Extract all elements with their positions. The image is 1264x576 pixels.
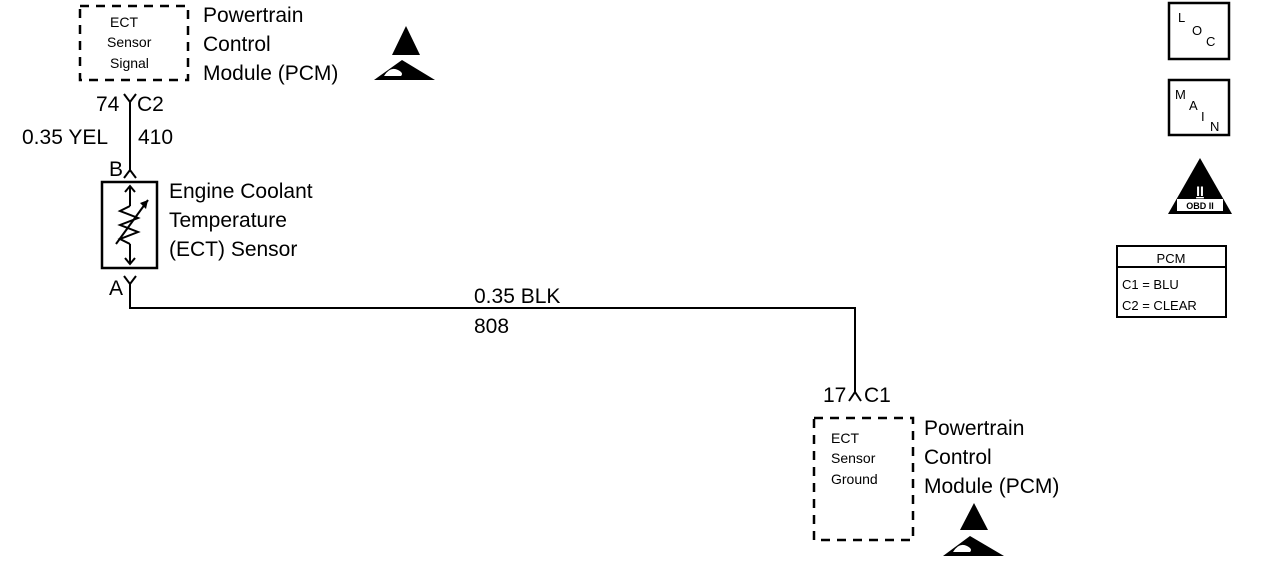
ect-sensor-label-line-1: Engine Coolant xyxy=(169,180,313,203)
pcm-bottom-dashed-box xyxy=(812,416,915,542)
pcm-bottom-box-line-2: Sensor xyxy=(831,450,876,466)
wire-808-size-color: 0.35 BLK xyxy=(474,285,560,308)
pcm-bottom-label-line-3: Module (PCM) xyxy=(924,475,1059,498)
pin-74-label: 74 xyxy=(96,93,120,116)
pcm-top-label-line-2: Control xyxy=(203,33,271,56)
wire-410: 0.35 YEL 410 xyxy=(22,102,173,172)
loc-icon: L O C xyxy=(1167,1,1231,61)
pcm-connector-table: PCM C1 = BLU C2 = CLEAR xyxy=(1116,245,1227,318)
main-letter-m: M xyxy=(1175,87,1186,102)
wire-808-circuit: 808 xyxy=(474,315,509,338)
pcm-top-label-line-3: Module (PCM) xyxy=(203,62,338,85)
esd-warning-icon xyxy=(374,26,435,80)
terminal-b-symbol xyxy=(123,168,137,179)
obd-ii-numeral: II xyxy=(1196,183,1204,199)
ect-sensor-label-line-2: Temperature xyxy=(169,209,287,232)
pcm-bottom-group: ECT Sensor Ground Powertrain Control Mod… xyxy=(812,416,1059,556)
pcm-top-box-line-2: Sensor xyxy=(107,34,152,50)
ect-sensor-box xyxy=(100,180,159,270)
pcm-top-label-line-1: Powertrain xyxy=(203,4,303,27)
wire-410-circuit: 410 xyxy=(138,126,173,149)
pcm-table-row-c1: C1 = BLU xyxy=(1122,277,1179,292)
pcm-bottom-box-line-1: ECT xyxy=(831,430,859,446)
esd-warning-icon xyxy=(943,503,1004,556)
ect-sensor-group: B Engine Coolant Temperature (ECT) Senso… xyxy=(100,158,313,300)
connector-c1: 17 C1 xyxy=(823,384,891,407)
connector-c2: 74 C2 xyxy=(96,93,164,116)
wire-410-size-color: 0.35 YEL xyxy=(22,126,108,149)
pcm-bottom-label-line-2: Control xyxy=(924,446,992,469)
obd-ii-icon: II OBD II xyxy=(1168,158,1232,214)
main-letter-a: A xyxy=(1189,98,1198,113)
pcm-bottom-label-line-1: Powertrain xyxy=(924,417,1024,440)
connector-c1-symbol xyxy=(848,390,862,402)
terminal-b-label: B xyxy=(109,158,123,181)
obd-ii-text: OBD II xyxy=(1186,201,1214,211)
wire-808: 0.35 BLK 808 xyxy=(129,284,856,392)
ect-sensor-label-line-3: (ECT) Sensor xyxy=(169,238,297,261)
connector-c2-label: C2 xyxy=(137,93,164,116)
pcm-top-box-line-1: ECT xyxy=(110,14,138,30)
loc-letter-c: C xyxy=(1206,34,1215,49)
loc-letter-l: L xyxy=(1178,10,1185,25)
loc-letter-o: O xyxy=(1192,23,1202,38)
pcm-table-row-c2: C2 = CLEAR xyxy=(1122,298,1197,313)
main-icon: M A I N xyxy=(1167,78,1231,137)
pcm-table-title: PCM xyxy=(1157,251,1186,266)
pcm-bottom-box-line-3: Ground xyxy=(831,471,878,487)
pin-17-label: 17 xyxy=(823,384,846,407)
terminal-a-symbol xyxy=(123,275,137,286)
connector-c1-label: C1 xyxy=(864,384,891,407)
main-letter-i: I xyxy=(1201,109,1205,124)
pcm-top-dashed-box xyxy=(78,4,190,82)
main-letter-n: N xyxy=(1210,119,1219,134)
pcm-top-box-line-3: Signal xyxy=(110,55,149,71)
wire-808-line xyxy=(129,284,856,392)
pcm-top-group: ECT Sensor Signal Powertrain Control Mod… xyxy=(78,4,435,85)
connector-c2-symbol xyxy=(123,93,137,104)
thermistor-icon xyxy=(115,184,149,266)
terminal-a-label: A xyxy=(109,277,123,300)
